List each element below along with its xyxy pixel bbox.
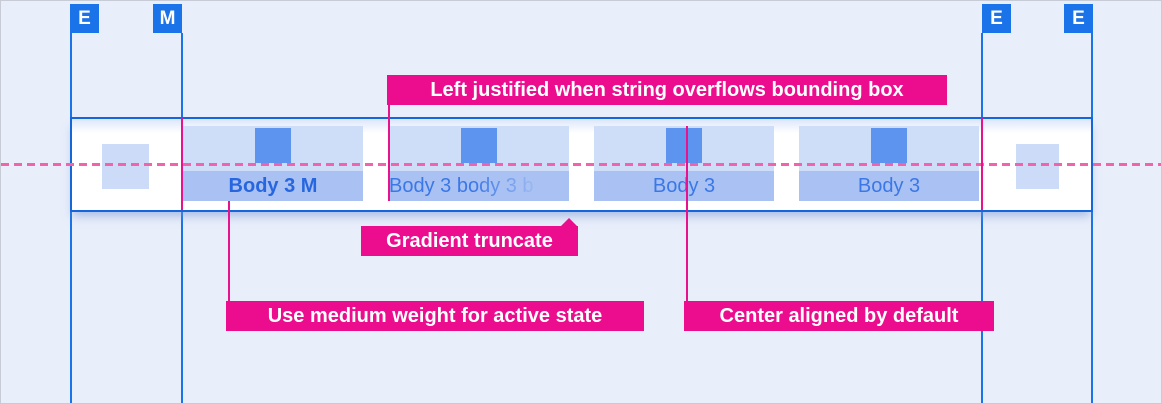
guide-line-left-margin <box>181 33 183 403</box>
annotation-medium-weight: Use medium weight for active state <box>226 301 644 331</box>
leader-line-medium-weight <box>228 201 230 301</box>
annotation-text: Gradient truncate <box>386 230 553 252</box>
annotation-gradient-truncate: Gradient truncate <box>361 218 578 256</box>
tab-indicator <box>871 128 907 163</box>
leader-line-margin-overlay <box>181 118 183 210</box>
tab-indicator <box>255 128 291 163</box>
margin-marker-e: E <box>1064 4 1093 33</box>
margin-marker-e: E <box>70 4 99 33</box>
annotation-left-justified: Left justified when string overflows bou… <box>387 75 947 105</box>
guide-line-left-edge <box>70 33 72 403</box>
tab-label: Body 3 M <box>183 171 363 201</box>
edge-spacer-box <box>102 144 149 189</box>
annotation-center-aligned: Center aligned by default <box>684 301 994 331</box>
gradient-truncate-overlay <box>473 171 569 201</box>
tab-label: Body 3 <box>799 171 979 201</box>
tab-indicator <box>666 128 702 163</box>
guide-line-right-margin <box>981 33 983 403</box>
leader-line-left-justified <box>388 105 390 201</box>
leader-line-center-aligned <box>686 126 688 301</box>
tab-label: Body 3 <box>594 171 774 201</box>
tab-indicator <box>461 128 497 163</box>
leader-line-margin-overlay <box>981 118 983 210</box>
edge-spacer-box <box>1016 144 1059 189</box>
caret-up-icon <box>561 218 577 226</box>
margin-marker-e: E <box>982 4 1011 33</box>
guide-line-right-edge <box>1091 33 1093 403</box>
centerline-dashed <box>1 163 1161 166</box>
margin-marker-m: M <box>153 4 182 33</box>
